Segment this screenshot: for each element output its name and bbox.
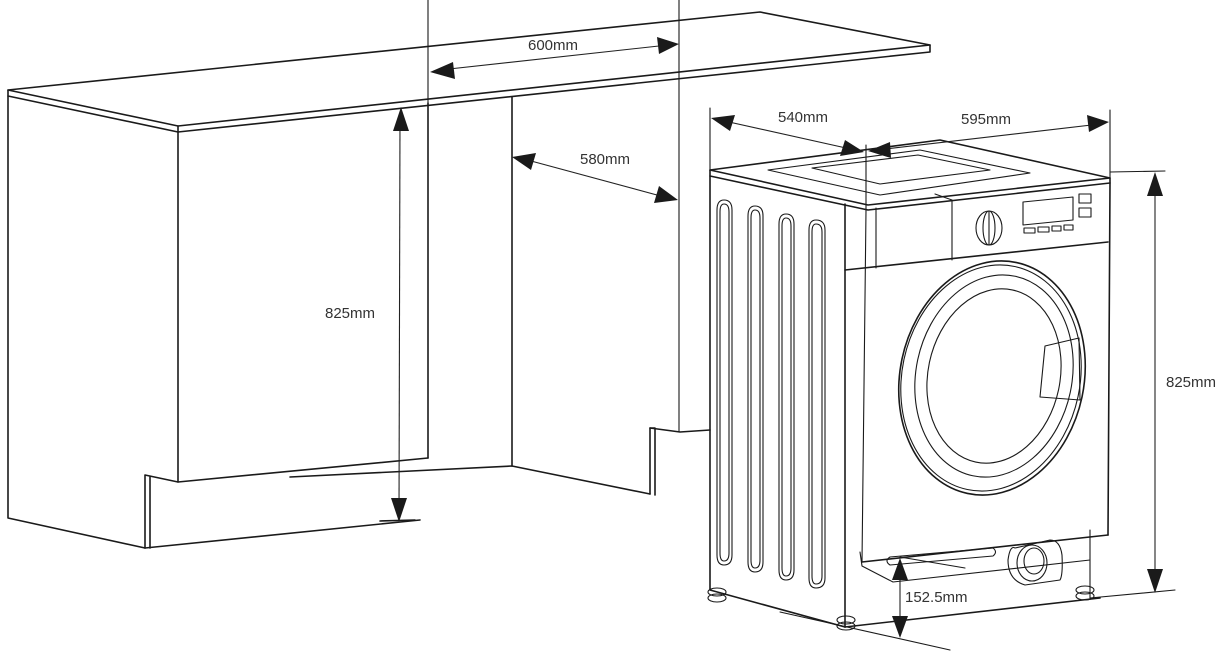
label-niche-width: 600mm	[528, 37, 578, 54]
side-ribs	[716, 199, 826, 589]
side-rib	[778, 213, 795, 581]
floor-reference	[779, 611, 951, 651]
cabinet	[7, 0, 931, 549]
adjustable-foot-icon	[1075, 585, 1095, 601]
dimension-line-825-left	[398, 114, 401, 516]
dimension-825-cabinet: 825mm	[325, 107, 416, 522]
dimension-600: 600mm	[430, 37, 679, 79]
side-rib	[811, 223, 823, 585]
control-button	[1078, 193, 1092, 204]
arrow-head-up	[393, 107, 409, 131]
label-machine-width: 595mm	[961, 111, 1011, 128]
arrow-head-left	[430, 62, 455, 79]
dimension-line-600	[439, 44, 669, 71]
arrow-head-down	[391, 498, 407, 522]
control-button	[1051, 225, 1062, 232]
label-machine-height: 825mm	[1166, 374, 1216, 391]
washing-machine	[707, 139, 1111, 631]
arrow-head-right	[654, 186, 678, 203]
arrow-head-left	[512, 153, 536, 170]
arrow-head-left	[868, 142, 891, 158]
arrow-head-down	[1147, 569, 1163, 593]
control-button	[1023, 227, 1036, 234]
side-rib	[808, 219, 826, 589]
cabinet-left-side	[7, 95, 146, 549]
machine-base	[844, 597, 1101, 628]
extension-line	[1109, 170, 1166, 173]
niche-floor-back	[289, 465, 513, 478]
plinth-recess	[859, 529, 1091, 583]
arrow-head-up	[1147, 172, 1163, 196]
arrow-head-right	[1087, 115, 1109, 132]
arrow-head-right	[657, 37, 679, 54]
control-panel-bottom	[844, 241, 1109, 271]
dimension-line-595	[876, 123, 1101, 151]
program-knob-icon	[975, 210, 1003, 246]
niche-floor-right	[511, 465, 651, 495]
arrow-head-up	[892, 558, 908, 580]
top-panel-inner	[811, 154, 991, 185]
drawer-top-joint	[934, 193, 953, 201]
side-rib	[750, 209, 761, 569]
right-cabinet-plinth	[649, 427, 656, 496]
door-porthole-icon	[897, 260, 1087, 496]
label-plinth-clearance: 152.5mm	[905, 589, 968, 606]
dimension-540: 540mm	[709, 107, 867, 211]
label-niche-height: 825mm	[325, 305, 375, 322]
machine-top	[709, 139, 1111, 206]
door-handle	[1039, 337, 1081, 401]
dimension-line-580	[519, 157, 669, 199]
plinth-bottom	[144, 519, 421, 549]
arrow-head-left	[711, 115, 735, 131]
front-strip-edge	[861, 209, 867, 563]
extension-line	[1089, 589, 1176, 599]
cabinet-door-bottom	[177, 457, 429, 483]
control-button	[1037, 226, 1050, 233]
control-button	[1063, 224, 1074, 231]
floor-reference	[379, 519, 416, 522]
side-rib	[716, 199, 733, 566]
machine-front-right-edge	[1107, 182, 1111, 536]
pump-filter-icon	[1007, 539, 1063, 586]
top-panel-outer	[767, 149, 1031, 196]
right-cabinet-bottom	[649, 427, 711, 433]
dimension-595: 595mm	[868, 109, 1111, 179]
arrow-head-right	[840, 140, 864, 156]
control-button	[1078, 207, 1092, 218]
dimension-825-machine: 825mm	[1089, 170, 1216, 599]
label-machine-depth: 540mm	[778, 109, 828, 126]
adjustable-foot-icon	[707, 587, 727, 603]
plinth-line	[899, 556, 966, 569]
machine-top-front-edge	[709, 169, 1111, 211]
plinth-slot	[886, 547, 997, 566]
dimension-line-540	[719, 119, 856, 151]
label-niche-depth: 580mm	[580, 151, 630, 168]
cabinet-left-front	[144, 131, 179, 549]
side-rib	[719, 203, 730, 562]
display-screen	[1022, 196, 1074, 226]
dimension-152-5: 152.5mm	[779, 558, 968, 651]
dimension-580: 580mm	[512, 151, 678, 203]
adjustable-foot-icon	[836, 615, 856, 631]
arrow-head-down	[892, 616, 908, 638]
side-rib	[747, 205, 764, 573]
side-rib	[781, 217, 792, 577]
